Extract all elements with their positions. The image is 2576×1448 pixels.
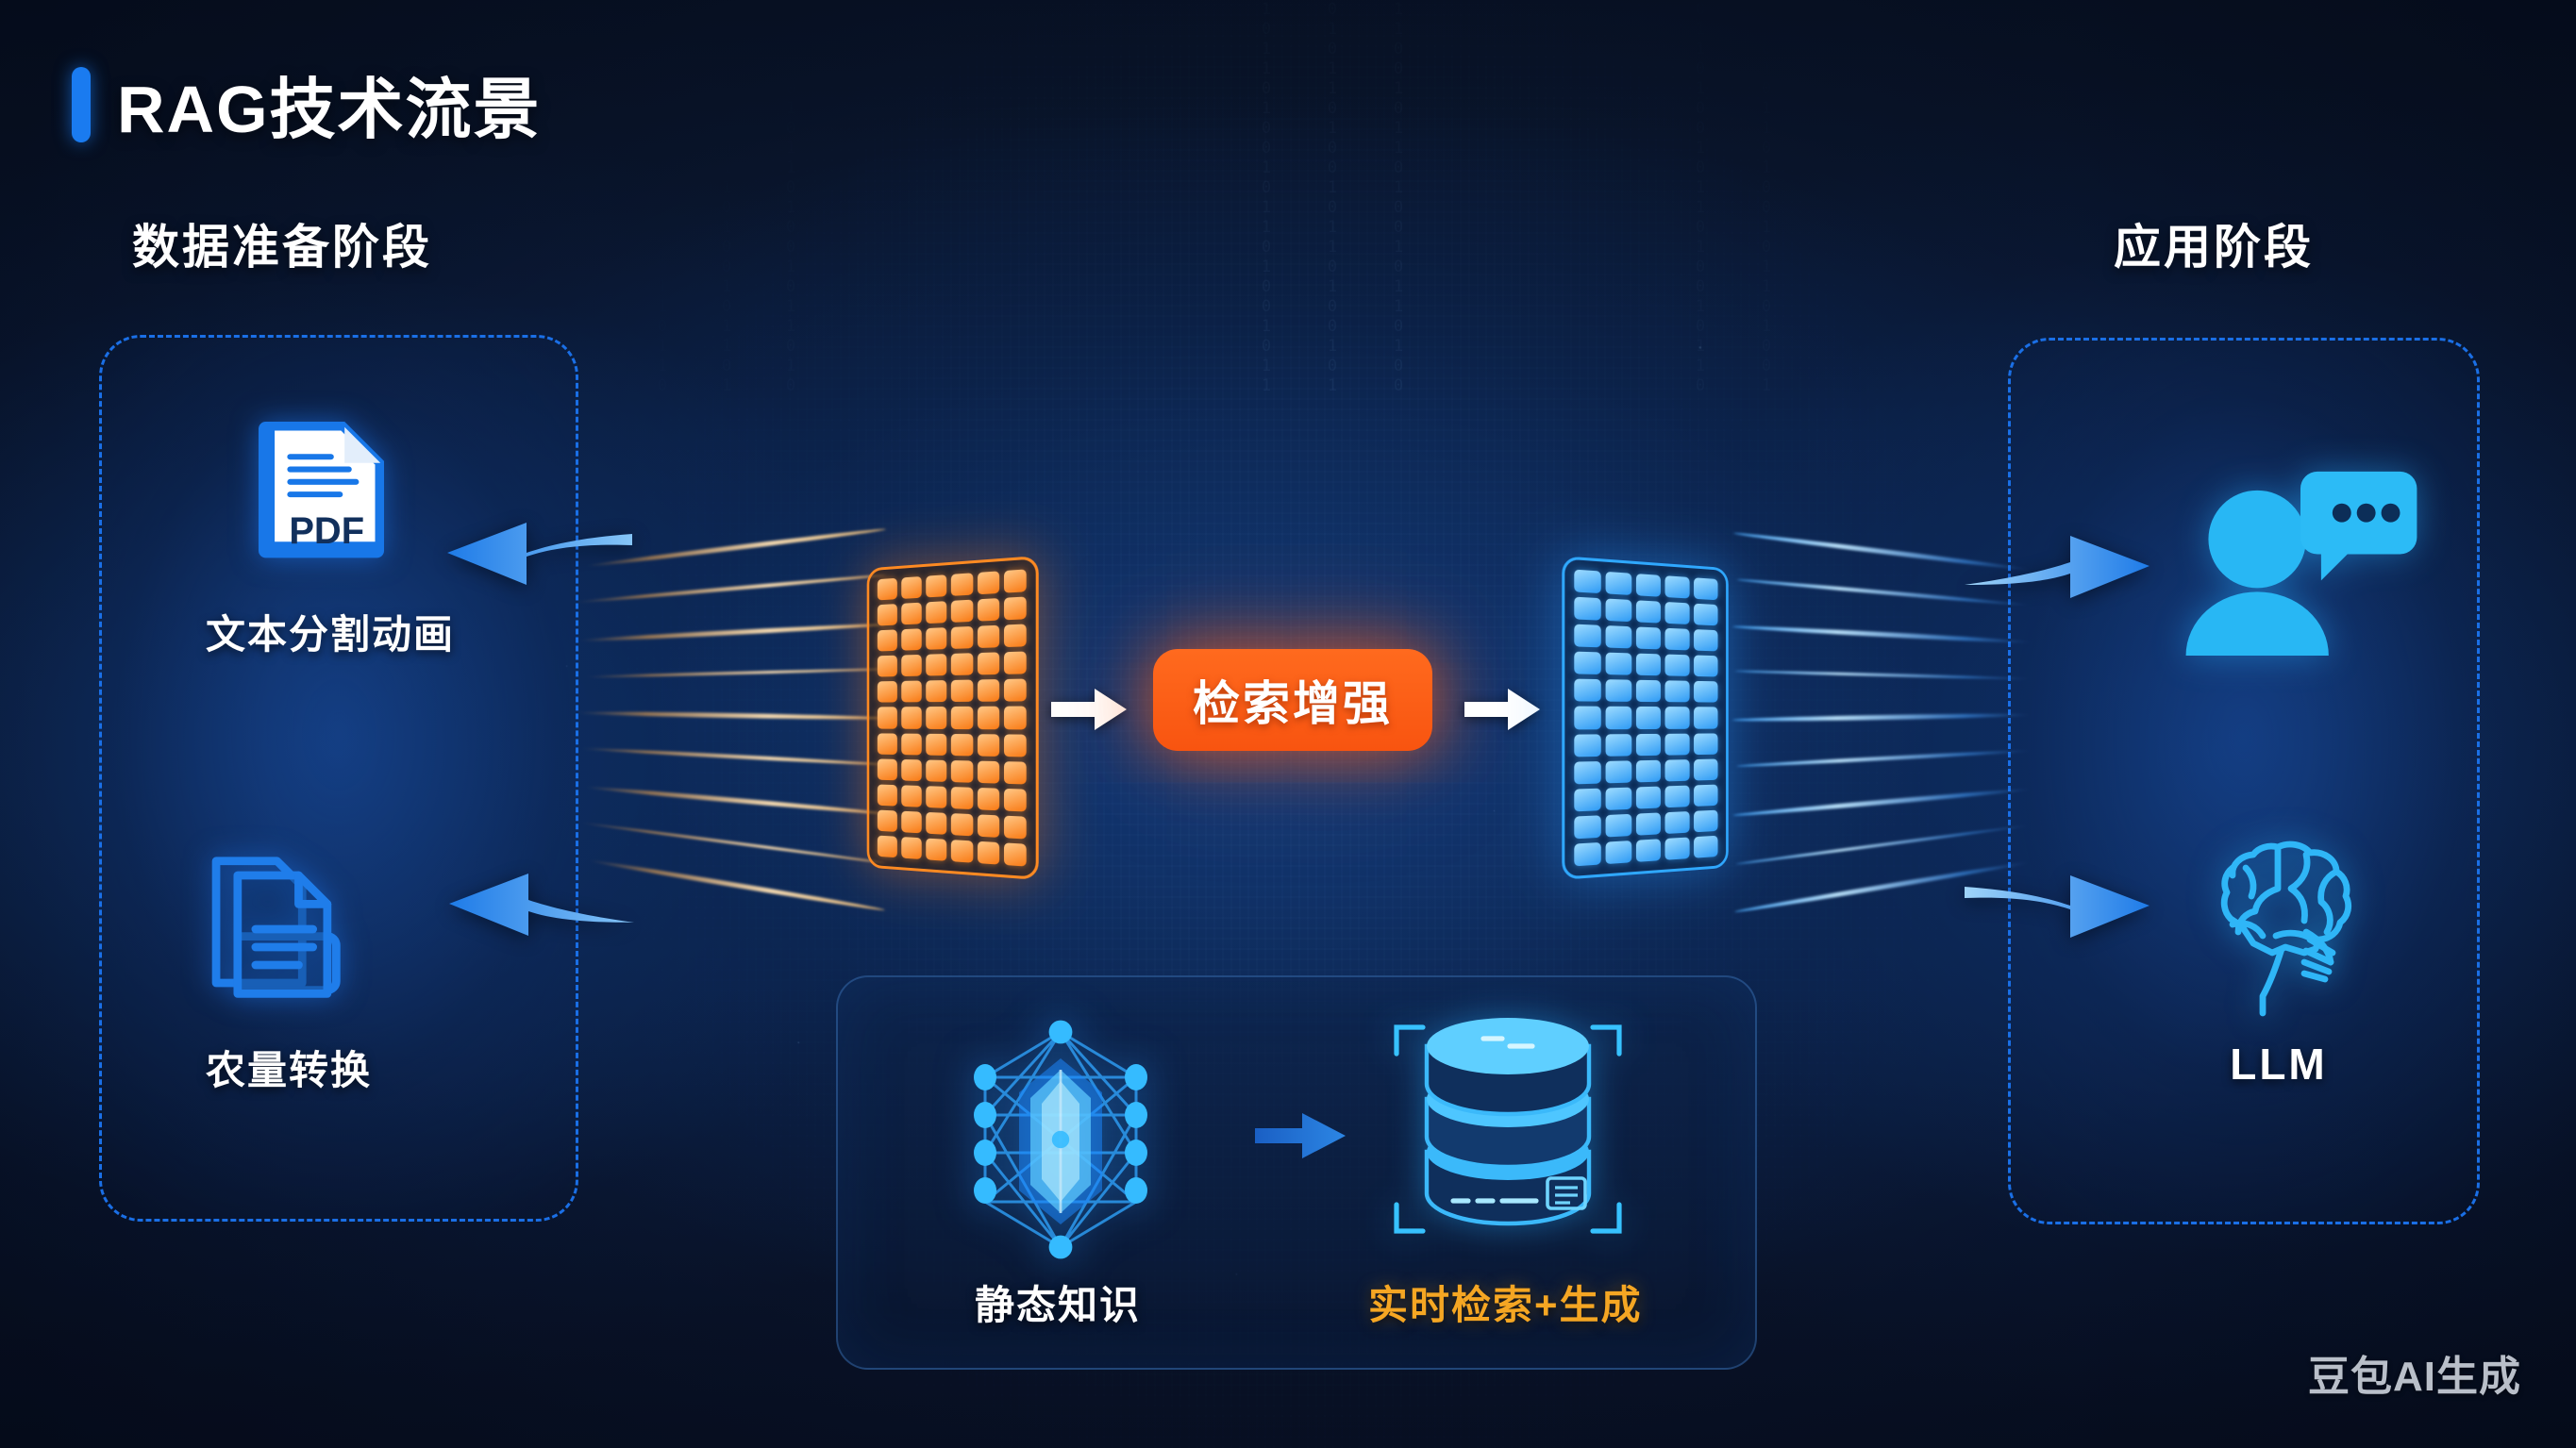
data-prep-item-pdf: PDF 文本分割动画 bbox=[206, 404, 455, 660]
knowledge-card-right-caption: 实时检索+生成 bbox=[1368, 1283, 1643, 1327]
watermark-label: 豆包AI生成 bbox=[2308, 1354, 2521, 1400]
pdf-document-icon: PDF bbox=[259, 422, 384, 558]
data-prep-caption-pdf: 文本分割动画 bbox=[206, 612, 456, 657]
documents-stack-icon bbox=[211, 857, 341, 998]
flow-arrow-left-top bbox=[447, 523, 632, 585]
pipeline-arrow-in bbox=[1051, 689, 1127, 730]
data-prep-item-docs: 农量转换 bbox=[194, 840, 383, 1096]
pipeline-arrow-out bbox=[1464, 689, 1540, 730]
user-chat-icon bbox=[2185, 471, 2417, 656]
brain-icon bbox=[2220, 841, 2352, 1017]
application-item-user bbox=[2170, 453, 2425, 675]
knowledge-card-left-caption: 静态知识 bbox=[975, 1283, 1142, 1327]
flow-arrow-right-top bbox=[1965, 536, 2149, 598]
stage-label-application: 应用阶段 bbox=[2114, 221, 2314, 274]
svg-text:PDF: PDF bbox=[289, 510, 364, 552]
knowledge-card-left bbox=[944, 1017, 1179, 1267]
application-item-llm: LLM bbox=[2170, 830, 2387, 1090]
stage-label-data-prep: 数据准备阶段 bbox=[132, 221, 432, 274]
title-accent-bar bbox=[72, 66, 91, 142]
knowledge-card-right bbox=[1370, 1005, 1644, 1264]
retrieval-augment-badge[interactable]: 检索增强 bbox=[1153, 649, 1432, 751]
page-header: RAG技术流景 bbox=[72, 57, 542, 152]
blue-vector-matrix bbox=[1562, 556, 1729, 880]
application-caption-llm: LLM bbox=[2230, 1040, 2328, 1089]
knowledge-comparison-card bbox=[836, 975, 1757, 1370]
database-stack-icon bbox=[1394, 1018, 1622, 1234]
orange-vector-matrix bbox=[866, 555, 1039, 881]
data-prep-caption-docs: 农量转换 bbox=[205, 1048, 372, 1092]
flow-arrow-right-bottom bbox=[1965, 875, 2149, 938]
knowledge-graph-crystal-icon bbox=[974, 1020, 1147, 1259]
retrieval-augment-label: 检索增强 bbox=[1193, 677, 1393, 730]
flow-arrow-left-bottom bbox=[449, 874, 634, 936]
knowledge-card-arrow bbox=[1255, 1113, 1346, 1158]
page-title: RAG技术流景 bbox=[117, 73, 542, 146]
